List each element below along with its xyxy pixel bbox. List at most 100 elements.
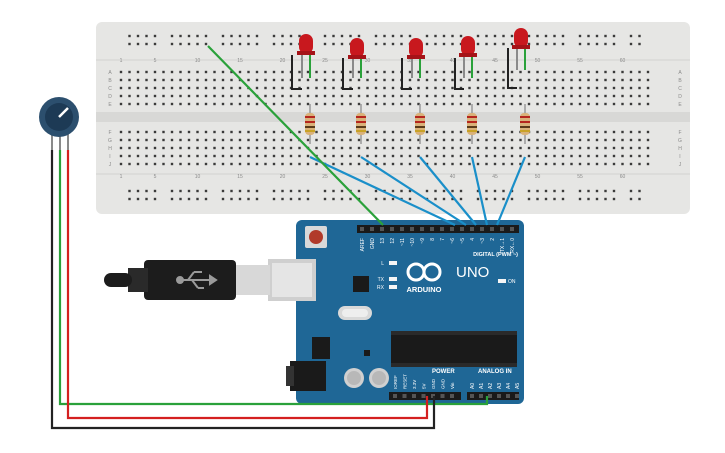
wire-green-gnd [207, 45, 384, 226]
analog-pin-socket[interactable] [515, 394, 519, 398]
breadboard-row-letter: A [108, 70, 112, 76]
wire-green-signal [58, 150, 489, 406]
breadboard-row-letter: C [108, 86, 112, 92]
digital-pin-socket[interactable] [490, 227, 494, 231]
wires [50, 45, 527, 430]
digital-pin-socket[interactable] [460, 227, 464, 231]
breadboard: 1155101015152020252530303535404045455050… [96, 22, 690, 214]
breadboard-row-letter: H [678, 146, 682, 152]
breadboard-row-letter: E [678, 102, 682, 108]
resistor-5 [520, 104, 530, 144]
analog-header [467, 392, 519, 400]
digital-pin-socket[interactable] [410, 227, 414, 231]
resistor-4 [467, 104, 477, 144]
voltage-regulator [312, 337, 330, 359]
reset-button[interactable] [305, 226, 327, 248]
digital-pin-label: AREF [360, 238, 366, 251]
power-pin-socket[interactable] [412, 394, 416, 398]
digital-pin-label: ~11 [400, 238, 406, 246]
potentiometer[interactable] [39, 97, 79, 150]
digital-pin-label: 7 [440, 238, 446, 241]
digital-pin-socket[interactable] [380, 227, 384, 231]
breadboard-row-letter: J [109, 162, 112, 168]
analog-pin-label: A4 [506, 383, 512, 389]
led-rx-label: RX [377, 285, 385, 291]
analog-pin-label: A0 [470, 383, 476, 389]
led-l-label: L [381, 261, 384, 267]
digital-pin-socket[interactable] [450, 227, 454, 231]
brand-label: ARDUINO [407, 285, 442, 294]
digital-pin-socket[interactable] [500, 227, 504, 231]
breadboard-column-number: 5 [154, 58, 157, 64]
digital-pin-label: 13 [380, 238, 386, 244]
breadboard-row-letter: B [678, 78, 682, 84]
analog-pin-socket[interactable] [488, 394, 492, 398]
power-pin-socket[interactable] [402, 394, 407, 398]
digital-pin-label: ~10 [410, 238, 416, 247]
digital-pin-socket[interactable] [390, 227, 394, 231]
on-led [498, 279, 506, 283]
digital-pin-socket[interactable] [370, 227, 374, 231]
analog-pin-socket[interactable] [479, 394, 483, 398]
led-tx-label: TX [378, 277, 385, 283]
wire-blue-2 [360, 156, 467, 226]
breadboard-column-number: 45 [492, 174, 498, 180]
digital-pin-socket[interactable] [360, 227, 364, 231]
analog-pin-socket[interactable] [470, 394, 474, 398]
digital-pin-socket[interactable] [420, 227, 424, 231]
led-4 [459, 36, 477, 78]
digital-pin-socket[interactable] [480, 227, 484, 231]
analog-pin-label: A1 [479, 383, 485, 389]
wire-blue-1 [309, 156, 456, 226]
breadboard-column-number: 10 [195, 174, 201, 180]
usb-cable [104, 260, 270, 300]
led-5 [512, 28, 530, 70]
analog-pin-socket[interactable] [506, 394, 510, 398]
digital-pin-label: 4 [470, 238, 476, 241]
digital-pin-socket[interactable] [470, 227, 474, 231]
wire-black-gnd [50, 150, 436, 430]
digital-header [357, 225, 519, 233]
digital-pin-label: ~3 [480, 238, 486, 244]
microcontroller-chip [391, 331, 517, 367]
breadboard-row-letter: I [109, 154, 110, 160]
breadboard-column-numbers: 1155101015152020252530303535404045455050… [120, 58, 626, 180]
resistor-2 [356, 104, 366, 144]
small-chip [364, 350, 370, 356]
resistor-3 [415, 104, 425, 144]
power-pin-socket[interactable] [440, 394, 445, 398]
power-pin-label: 5V [422, 383, 427, 389]
digital-pin-label: RX←0 [510, 238, 516, 253]
resistor-1 [305, 104, 315, 144]
power-jack [286, 361, 326, 391]
breadboard-row-letter: J [679, 162, 682, 168]
breadboard-column-number: 5 [154, 174, 157, 180]
breadboard-column-number: 20 [280, 58, 286, 64]
wire-blue-5 [495, 156, 527, 226]
breadboard-row-letter: C [678, 86, 682, 92]
wire-red-5v [66, 150, 429, 420]
digital-pin-label: TX→1 [500, 238, 506, 252]
power-pin-socket[interactable] [393, 394, 397, 398]
digital-pin-socket[interactable] [430, 227, 434, 231]
breadboard-row-letter: B [108, 78, 112, 84]
onboard-led-l [389, 261, 397, 265]
analog-pin-socket[interactable] [497, 394, 501, 398]
breadboard-column-number: 25 [322, 174, 328, 180]
power-pin-label: RESET [403, 374, 408, 389]
breadboard-column-number: 40 [450, 58, 456, 64]
power-pin-socket[interactable] [421, 394, 426, 398]
potentiometer-knob-indicator [58, 107, 69, 118]
wire-blue-3 [419, 156, 477, 226]
digital-pin-socket[interactable] [400, 227, 404, 231]
digital-pin-socket[interactable] [440, 227, 444, 231]
breadboard-column-number: 1 [120, 58, 123, 64]
digital-pin-socket[interactable] [510, 227, 514, 231]
breadboard-column-number: 55 [577, 58, 583, 64]
power-pin-socket[interactable] [450, 394, 454, 398]
led-1 [297, 34, 315, 78]
